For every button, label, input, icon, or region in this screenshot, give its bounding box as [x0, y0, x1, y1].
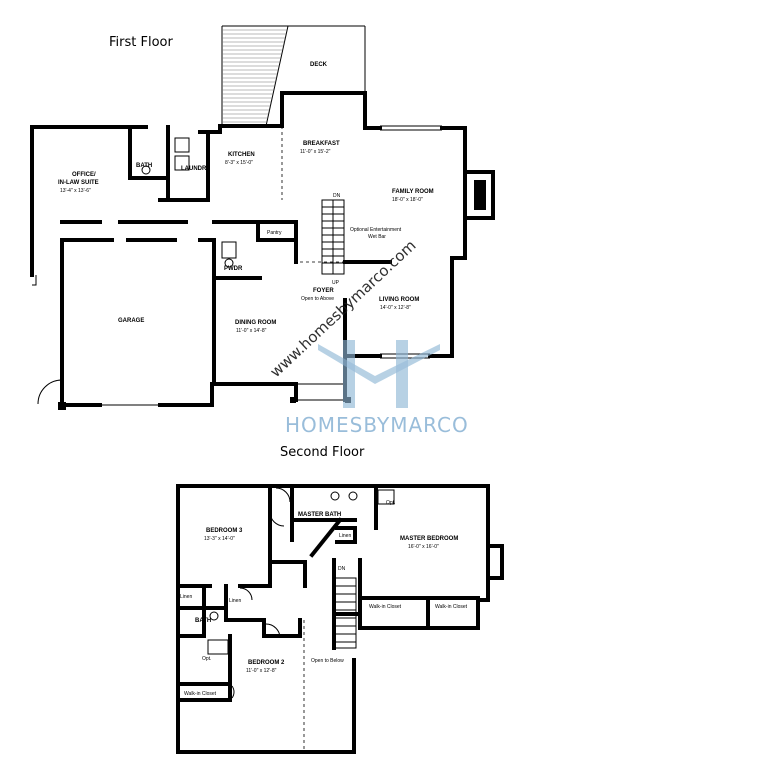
bath-label: BATH [136, 163, 152, 169]
living-room-label: LIVING ROOM [379, 297, 419, 303]
master-linen-label: Linen [339, 533, 351, 539]
foyer-note: Open to Above [301, 296, 334, 302]
second-floor-labels: BEDROOM 3 13'-3" x 14'-0" MASTER BATH Op… [180, 500, 468, 697]
living-room-dim: 14'-0" x 12'-8" [380, 305, 411, 311]
bedroom2-dim: 11'-0" x 12'-8" [246, 668, 277, 674]
watermark: HOMESBYMARCO www.homesbymarco.com [266, 236, 469, 437]
family-room-label: FAMILY ROOM [392, 189, 434, 195]
kitchen-dim: 8'-3" x 15'-0" [225, 160, 253, 166]
dining-room-dim: 11'-0" x 14'-8" [236, 328, 267, 334]
entertainment-label-line2: Wet Bar [368, 234, 386, 240]
first-floor-heading: First Floor [109, 35, 173, 50]
deck-label: DECK [310, 62, 328, 68]
bedroom2-label: BEDROOM 2 [248, 660, 285, 666]
pantry-label: Pantry [267, 230, 282, 236]
bath-linen-label-1: Linen [180, 594, 192, 600]
second-floor-plan [176, 484, 504, 754]
kitchen-label: KITCHEN [228, 152, 255, 158]
bedroom3-label: BEDROOM 3 [206, 528, 243, 534]
master-bath-label: MASTER BATH [298, 512, 341, 518]
entertainment-label-line1: Optional Entertainment [350, 227, 402, 233]
bath-linen-label-2: Linen [229, 598, 241, 604]
breakfast-dim: 11'-0" x 15'-2" [300, 149, 331, 155]
laundry-label: LAUNDRY [181, 166, 210, 172]
stair-dn-label: DN [333, 193, 341, 199]
open-to-below-label: Open to Below [311, 658, 344, 664]
master-bedroom-dim: 16'-0" x 16'-0" [408, 544, 439, 550]
deck-area [221, 25, 366, 127]
garage-label: GARAGE [118, 318, 144, 324]
office-label-line1: OFFICE/ [72, 172, 96, 178]
family-room-dim: 18'-0" x 18'-0" [392, 197, 423, 203]
master-bath-opt-label: Opt. [386, 500, 395, 506]
walk-in-closet-3: Walk-in Closet [184, 691, 217, 697]
first-floor-plan [30, 25, 495, 410]
office-label-line2: IN-LAW SUITE [58, 180, 99, 186]
watermark-brand-text: HOMESBYMARCO [285, 413, 469, 437]
stair-dn-label-2: DN [338, 566, 346, 572]
stair-up-label: UP [332, 280, 340, 286]
office-dim: 13'-4" x 13'-6" [60, 188, 91, 194]
master-bedroom-label: MASTER BEDROOM [400, 536, 458, 542]
bedroom3-dim: 13'-3" x 14'-0" [204, 536, 235, 542]
watermark-logo-icon [318, 340, 440, 408]
second-bath-opt-label: Opt. [202, 656, 211, 662]
foyer-label: FOYER [313, 288, 334, 294]
walk-in-closet-2: Walk-in Closet [435, 604, 468, 610]
breakfast-label: BREAKFAST [303, 141, 340, 147]
dining-room-label: DINING ROOM [235, 320, 276, 326]
first-floor-labels: DECK BREAKFAST 11'-0" x 15'-2" KITCHEN 8… [58, 62, 434, 334]
walk-in-closet-1: Walk-in Closet [369, 604, 402, 610]
second-bath-label: BATH [195, 618, 211, 624]
second-floor-heading: Second Floor [280, 445, 365, 460]
pwdr-label: PWDR [224, 266, 243, 272]
